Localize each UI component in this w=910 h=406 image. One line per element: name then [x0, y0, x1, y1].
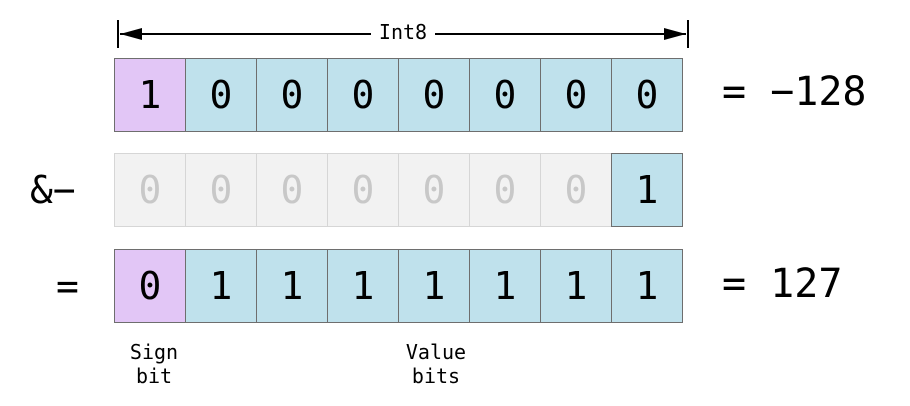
inactive-bit-cell: 0: [256, 153, 328, 227]
inactive-bit-cell: 0: [185, 153, 257, 227]
inactive-bit-cell: 0: [469, 153, 541, 227]
overflow-subtract-operator: &−: [30, 168, 76, 212]
value-bit-cell: 1: [611, 249, 683, 323]
sign-bit-cell: 0: [114, 249, 186, 323]
value-bit-cell: 1: [469, 249, 541, 323]
value-bit-cell: 0: [540, 58, 612, 132]
value-bit-cell: 1: [185, 249, 257, 323]
value-bit-cell: 0: [469, 58, 541, 132]
value-bit-cell: 1: [540, 249, 612, 323]
equals-operator: =: [56, 264, 79, 308]
inactive-bit-cell: 0: [398, 153, 470, 227]
inactive-bit-cell: 0: [114, 153, 186, 227]
value-bit-cell: 0: [185, 58, 257, 132]
result-127: = 127: [722, 261, 843, 307]
value-bit-cell: 1: [256, 249, 328, 323]
sign-bit-caption: Sign bit: [129, 340, 179, 388]
value-bits-caption: Value bits: [405, 340, 467, 388]
inactive-bit-cell: 0: [327, 153, 399, 227]
result-minus-128: = −128: [722, 69, 867, 115]
value-bit-cell: 0: [611, 58, 683, 132]
value-bit-cell: 0: [327, 58, 399, 132]
bit-row-one: 0 0 0 0 0 0 0 1: [114, 153, 683, 227]
value-bit-cell: 1: [327, 249, 399, 323]
value-bit-cell: 1: [611, 153, 683, 227]
bit-row-127: 0 1 1 1 1 1 1 1: [114, 249, 683, 323]
value-bit-cell: 0: [256, 58, 328, 132]
value-bit-cell: 0: [398, 58, 470, 132]
int8-label-text: Int8: [370, 20, 436, 44]
inactive-bit-cell: 0: [540, 153, 612, 227]
int8-bracket: Int8: [116, 18, 690, 50]
sign-bit-cell: 1: [114, 58, 186, 132]
bit-row-minus-128: 1 0 0 0 0 0 0 0: [114, 58, 683, 132]
value-bit-cell: 1: [398, 249, 470, 323]
int8-label: Int8: [116, 20, 690, 44]
